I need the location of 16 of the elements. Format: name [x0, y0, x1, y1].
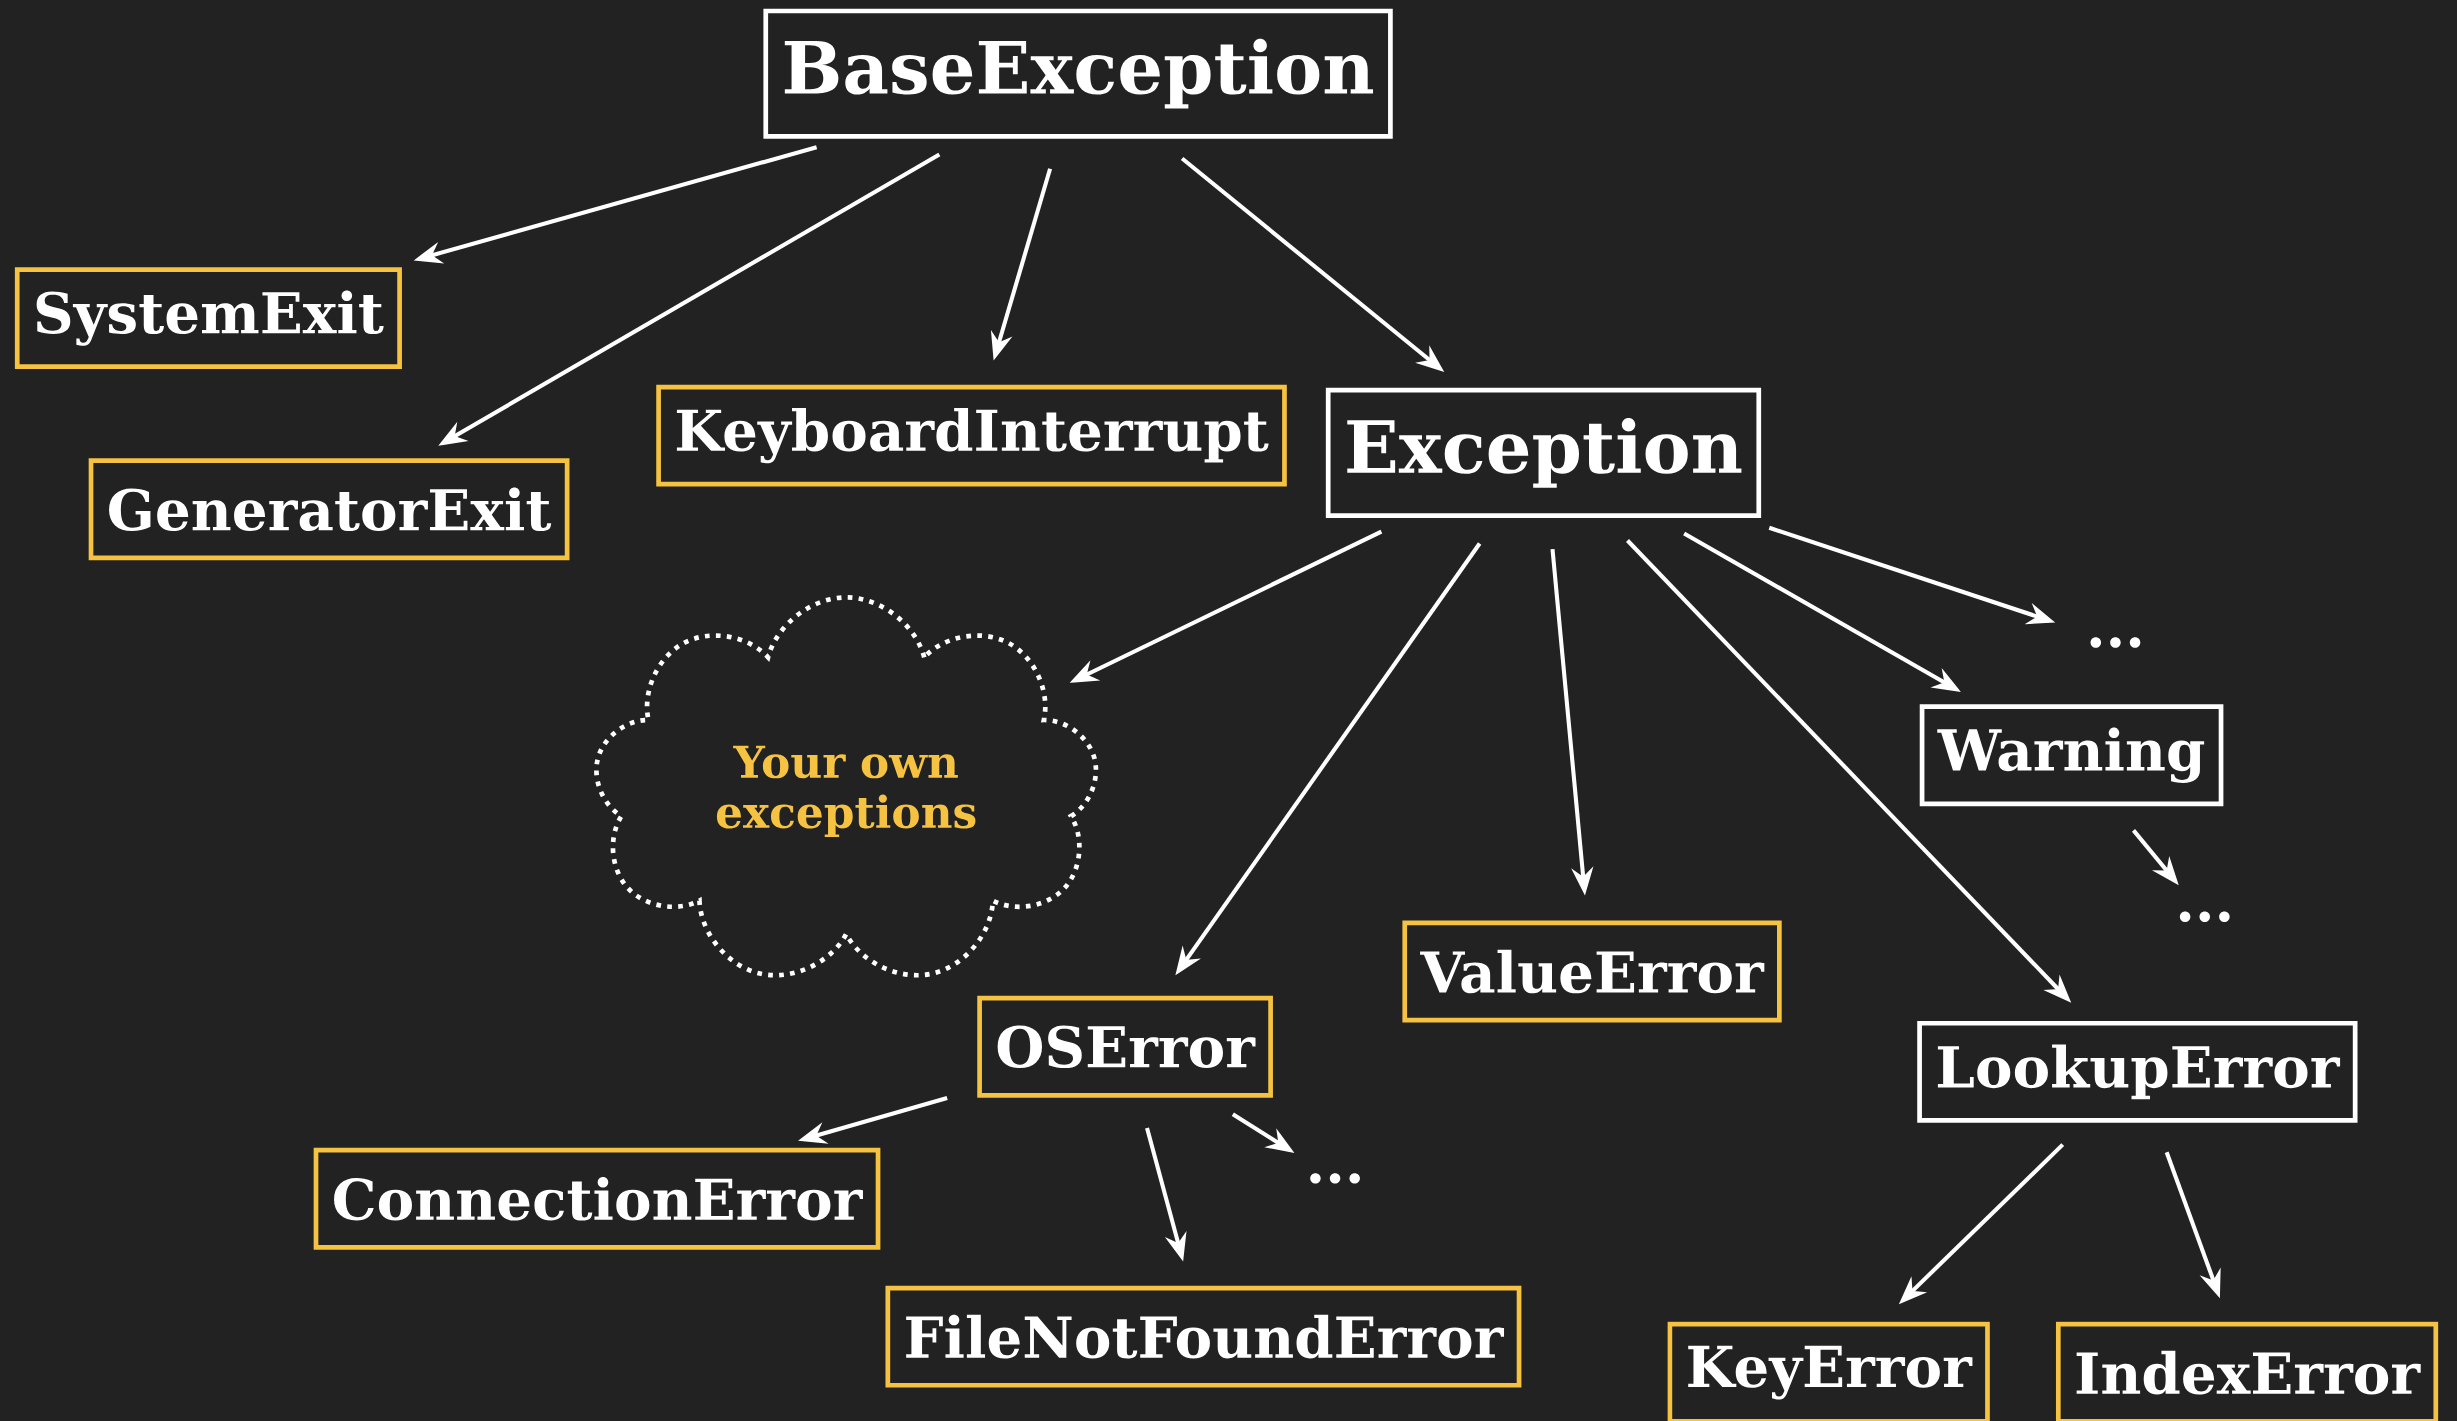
class-box: SystemExit [14, 267, 402, 369]
class-box: LookupError [1917, 1020, 2358, 1123]
class-box: FileNotFoundError [885, 1285, 1522, 1388]
ellipsis-text: ... [2090, 637, 2141, 648]
class-box: ConnectionError [313, 1147, 881, 1250]
class-box: Exception [1325, 387, 1762, 518]
ellipsis-text: ... [1310, 1173, 1360, 1184]
class-box: OSError [977, 995, 1273, 1098]
class-box: KeyboardInterrupt [656, 384, 1287, 487]
class-box: ValueError [1402, 920, 1782, 1023]
class-box: BaseException [763, 8, 1393, 139]
class-box: Warning [1919, 704, 2224, 807]
class-box: KeyError [1667, 1321, 1990, 1421]
ellipsis-text: ... [2179, 911, 2230, 922]
class-box: GeneratorExit [88, 458, 570, 561]
class-box: IndexError [2055, 1321, 2439, 1421]
